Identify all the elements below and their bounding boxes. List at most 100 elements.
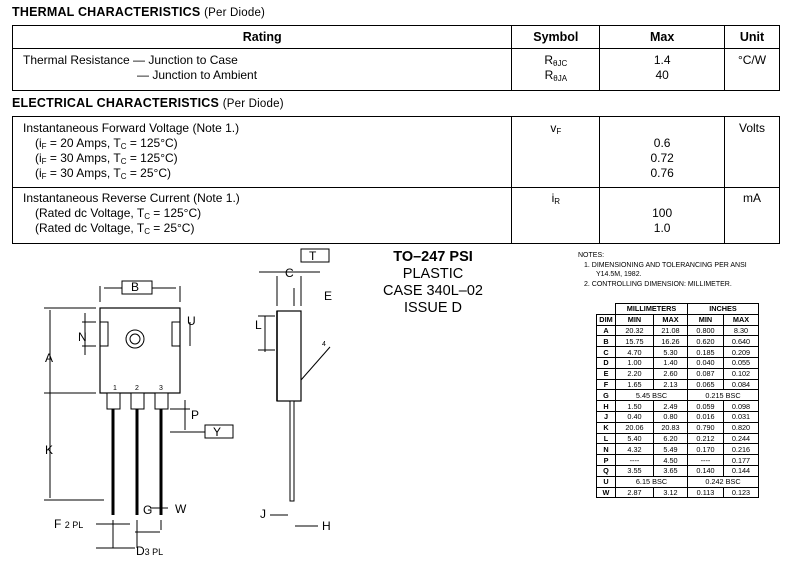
rating-junction-case: Thermal Resistance — Junction to Case — [23, 53, 238, 67]
dim-value: 3.55 — [615, 464, 654, 477]
dim-value: 4.32 — [615, 443, 654, 456]
dim-value: 20.06 — [615, 421, 654, 434]
pin-1-label: 1 — [113, 385, 117, 392]
electrical-section-title: ELECTRICAL CHARACTERISTICS (Per Diode) — [12, 96, 284, 110]
front-view-body — [99, 307, 181, 394]
label-J: J — [260, 507, 266, 521]
table-row: P----4.50----0.177 — [596, 454, 759, 466]
dim-value: 0.055 — [723, 356, 759, 369]
dim-value: 0.065 — [687, 378, 724, 391]
dim-value: 0.087 — [687, 367, 724, 380]
dim-value: 0.144 — [723, 464, 759, 477]
side-view-body — [276, 310, 302, 402]
dim-value: 0.244 — [723, 432, 759, 445]
dim-value: 3.12 — [653, 486, 688, 499]
dim-letter: U — [596, 475, 616, 488]
dim-letter: D — [596, 356, 616, 369]
dim-value: 5.49 — [653, 443, 688, 456]
thermal-title: THERMAL CHARACTERISTICS — [12, 5, 201, 19]
dim-value: 0.242 BSC — [687, 475, 759, 488]
dim-value: 0.800 — [687, 324, 724, 337]
dim-value: 4.50 — [653, 454, 688, 466]
vf-value-3: 0.76 — [650, 166, 674, 180]
rating-junction-ambient: — Junction to Ambient — [137, 68, 258, 82]
header-unit: Unit — [724, 25, 780, 49]
label-H: H — [322, 519, 331, 533]
mounting-hole — [125, 329, 145, 349]
vf-value-1: 0.6 — [653, 136, 671, 150]
header-in-min: MIN — [687, 313, 724, 326]
vf-condition-2: (iF = 30 Amps, TC = 125°C) — [35, 151, 178, 166]
dim-value: 0.620 — [687, 335, 724, 348]
dim-value: 0.098 — [723, 400, 759, 412]
label-C: C — [285, 266, 294, 280]
dim-letter: W — [596, 486, 616, 499]
dim-value: ---- — [615, 454, 654, 466]
dim-value: 6.15 BSC — [615, 475, 688, 488]
vf-condition-1: (iF = 20 Amps, TC = 125°C) — [35, 136, 178, 151]
vf-value-2: 0.72 — [650, 151, 674, 165]
label-D: D3 PL — [136, 544, 164, 558]
notes-title: NOTES: — [578, 252, 605, 259]
label-P: P — [191, 408, 200, 422]
header-in-max: MAX — [723, 313, 759, 326]
label-L: L — [255, 318, 262, 332]
dim-value: 4.70 — [615, 346, 654, 358]
dim-value: 2.20 — [615, 367, 654, 380]
ir-unit: mA — [743, 191, 762, 205]
dim-value: 5.40 — [615, 432, 654, 445]
dim-value: 1.50 — [615, 400, 654, 412]
dim-value: 0.113 — [687, 486, 724, 499]
label-Y: Y — [213, 425, 222, 439]
package-material: PLASTIC — [402, 266, 464, 282]
package-case: CASE 340L–02 — [383, 283, 483, 299]
dim-value: 2.87 — [615, 486, 654, 499]
dim-value: 8.30 — [723, 324, 759, 337]
header-mm-max: MAX — [653, 313, 688, 326]
dim-value: 21.08 — [653, 324, 688, 337]
header-inches: INCHES — [687, 303, 759, 315]
dim-value: 0.123 — [723, 486, 759, 499]
dim-letter: G — [596, 389, 616, 402]
dim-letter: B — [596, 335, 616, 348]
package-issue: ISSUE D — [403, 300, 462, 316]
label-K: K — [45, 443, 54, 457]
ir-value-2: 1.0 — [653, 221, 671, 235]
vf-row: Instantaneous Forward Voltage (Note 1.) … — [11, 116, 780, 188]
symbol-rthjc: RθJC — [544, 53, 568, 68]
max-rthja: 40 — [655, 68, 669, 82]
dim-value: 2.60 — [653, 367, 688, 380]
label-W: W — [175, 502, 187, 516]
dim-value: 2.13 — [653, 378, 688, 391]
dim-letter: A — [596, 324, 616, 337]
thermal-row: Thermal Resistance — Junction to Case — … — [11, 48, 780, 91]
dim-value: 0.212 — [687, 432, 724, 445]
pin-3-label: 3 — [159, 385, 163, 392]
note-1-cont: Y14.5M, 1982. — [596, 271, 642, 278]
label-U: U — [187, 314, 196, 328]
label-B: B — [131, 280, 140, 294]
dim-value: 2.49 — [653, 400, 688, 412]
electrical-subtitle: (Per Diode) — [222, 98, 284, 110]
label-A: A — [45, 351, 54, 365]
electrical-title: ELECTRICAL CHARACTERISTICS — [12, 96, 220, 110]
dim-value: 0.059 — [687, 400, 724, 412]
vf-unit: Volts — [739, 121, 766, 135]
header-dim: DIM — [596, 313, 616, 326]
dim-value: 0.031 — [723, 410, 759, 423]
thermal-header-row: Rating Symbol Max Unit — [11, 25, 780, 49]
header-millimeters: MILLIMETERS — [615, 303, 688, 315]
dim-value: 0.215 BSC — [687, 389, 759, 402]
note-2: 2. CONTROLLING DIMENSION: MILLIMETER. — [584, 280, 732, 288]
electrical-table: Instantaneous Forward Voltage (Note 1.) … — [11, 116, 780, 244]
label-E: E — [324, 289, 333, 303]
dim-value: 0.209 — [723, 346, 759, 358]
